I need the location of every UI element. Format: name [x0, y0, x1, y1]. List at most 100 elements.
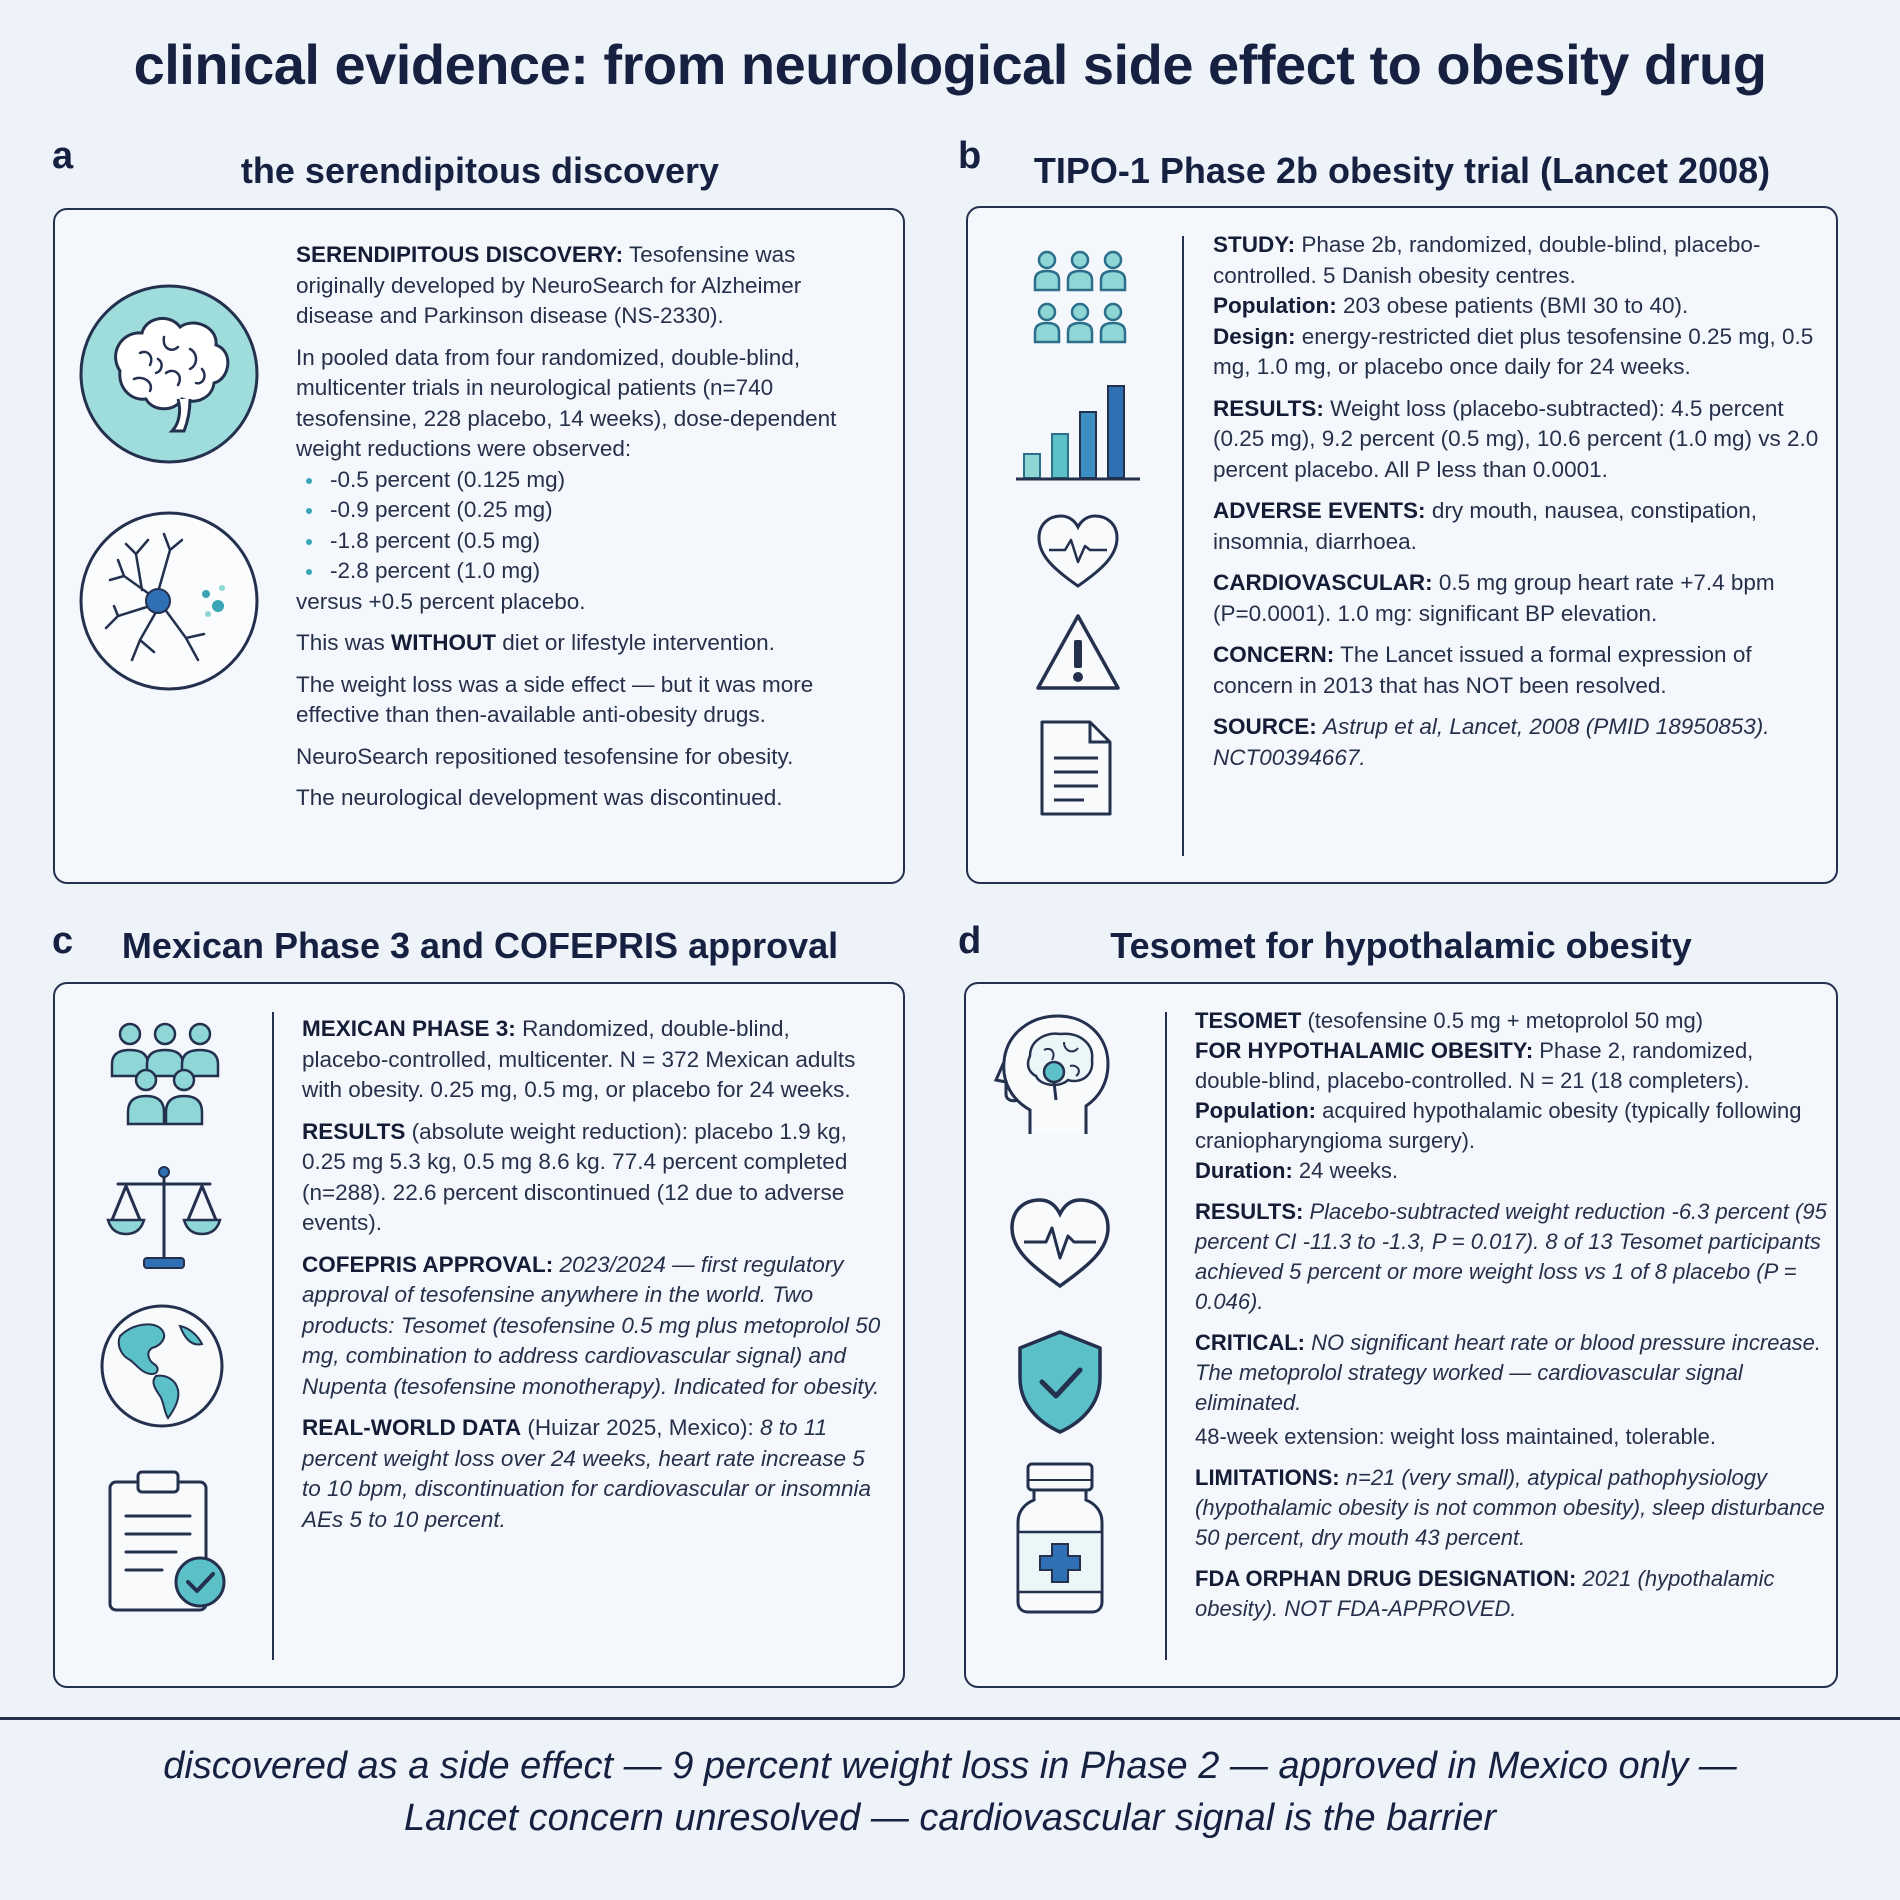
panel-b-ae-body: dry mouth, nausea, constipation, insomni…	[1213, 498, 1758, 554]
panel-d-t-sub: (tesofensine 0.5 mg + metoprolol 50 mg)	[1307, 1008, 1704, 1033]
panel-c-mp-body: Randomized, double-blind, placebo-contro…	[302, 1016, 856, 1102]
panel-d-divider	[1165, 1012, 1167, 1660]
people-group-icon	[1033, 250, 1127, 344]
panel-d	[964, 982, 1838, 1688]
panel-b-pop-head: Population:	[1213, 293, 1337, 318]
footer-summary: discovered as a side effect — 9 percent …	[0, 1740, 1900, 1844]
panel-d-for: FOR HYPOTHALAMIC OBESITY: Phase 2, rando…	[1195, 1036, 1830, 1096]
panel-d-crit-body: NO significant heart rate or blood press…	[1195, 1330, 1822, 1415]
panel-b-label: b	[958, 135, 982, 177]
panel-b-design: Design: energy-restricted diet plus teso…	[1213, 322, 1823, 383]
panel-c-cof-body: 2023/2024 — first regulatory approval of…	[302, 1251, 881, 1399]
panel-d-res-body: Placebo-subtracted weight reduction -6.3…	[1195, 1199, 1827, 1314]
panel-b-study-head: STUDY:	[1213, 232, 1296, 257]
panel-c-res-head: RESULTS	[302, 1118, 406, 1144]
panel-a-title: the serendipitous discovery	[240, 150, 720, 191]
panel-d-results: RESULTS: Placebo-subtracted weight reduc…	[1195, 1197, 1830, 1317]
panel-b-title: TIPO-1 Phase 2b obesity trial (Lancet 20…	[1033, 150, 1771, 191]
panel-b-results: RESULTS: Weight loss (placebo-subtracted…	[1213, 394, 1823, 486]
shield-check-icon	[1018, 1330, 1102, 1434]
panel-b-results-body: Weight loss (placebo-subtracted): 4.5 pe…	[1213, 395, 1819, 482]
brain-icon	[79, 284, 259, 464]
panel-c-realworld: REAL-WORLD DATA (Huizar 2025, Mexico): 8…	[302, 1413, 882, 1535]
list-item: -0.5 percent (0.125 mg)	[304, 465, 866, 496]
panel-a-discovery-head: SERENDIPITOUS DISCOVERY:	[296, 242, 624, 267]
panel-a-without-bold: WITHOUT	[391, 630, 497, 655]
panel-d-fda: FDA ORPHAN DRUG DESIGNATION: 2021 (hypot…	[1195, 1564, 1830, 1624]
head-brain-icon	[993, 1014, 1110, 1134]
panel-a-without-post: diet or lifestyle intervention.	[502, 630, 775, 655]
panel-d-label: d	[958, 920, 982, 962]
panel-c-phase3: MEXICAN PHASE 3: Randomized, double-blin…	[302, 1014, 882, 1106]
panel-d-res-head: RESULTS:	[1195, 1199, 1304, 1224]
panel-d-critical: CRITICAL: NO significant heart rate or b…	[1195, 1328, 1830, 1418]
panel-d-lim-body: n=21 (very small), atypical pathophysiol…	[1195, 1465, 1825, 1550]
footer-line-2: Lancet concern unresolved — cardiovascul…	[404, 1797, 1496, 1839]
panel-c-text: MEXICAN PHASE 3: Randomized, double-blin…	[302, 1014, 882, 1546]
document-icon	[1040, 720, 1112, 816]
panel-d-dur-head: Duration:	[1195, 1158, 1293, 1183]
list-item: -1.8 percent (0.5 mg)	[304, 526, 866, 557]
panel-a-label: a	[52, 135, 74, 177]
page-title: clinical evidence: from neurological sid…	[133, 33, 1767, 96]
globe-icon	[100, 1304, 224, 1428]
panel-c-cofepris: COFEPRIS APPROVAL: 2023/2024 — first reg…	[302, 1250, 882, 1403]
footer-divider	[0, 1717, 1900, 1720]
people-icon	[110, 1022, 220, 1126]
panel-b-concern-body: The Lancet issued a formal expression of…	[1213, 642, 1752, 698]
panel-c-mp-head: MEXICAN PHASE 3:	[302, 1016, 516, 1041]
panel-a-pooled-data: In pooled data from four randomized, dou…	[296, 344, 837, 462]
panel-a-discontinued: The neurological development was discont…	[296, 785, 783, 810]
panel-c-cof-head: COFEPRIS APPROVAL:	[302, 1251, 554, 1277]
panel-d-t-head: TESOMET	[1195, 1008, 1302, 1033]
panel-b-source-head: SOURCE:	[1213, 714, 1317, 739]
panel-c-res-body: placebo 1.9 kg, 0.25 mg 5.3 kg, 0.5 mg 8…	[302, 1118, 848, 1236]
panel-d-population: Population: acquired hypothalamic obesit…	[1195, 1096, 1830, 1156]
panel-d-extension: 48-week extension: weight loss maintaine…	[1195, 1424, 1716, 1449]
panel-b-pop-body: 203 obese patients (BMI 30 to 40).	[1343, 293, 1689, 318]
panel-c-results: RESULTS (absolute weight reduction): pla…	[302, 1117, 882, 1239]
panel-b-cv-body: 0.5 mg group heart rate +7.4 bpm (P=0.00…	[1213, 570, 1775, 626]
panel-b-cv-head: CARDIOVASCULAR:	[1213, 570, 1433, 595]
panel-a-discovery-body: Tesofensine was originally developed by …	[296, 242, 802, 328]
panel-a-side-effect: The weight loss was a side effect — but …	[296, 671, 814, 728]
panel-b-study: STUDY: Phase 2b, randomized, double-blin…	[1213, 230, 1823, 291]
panel-b-divider	[1182, 236, 1184, 856]
panel-d-fda-body: 2021 (hypothalamic obesity). NOT FDA-APP…	[1195, 1566, 1775, 1621]
panel-c-divider	[272, 1012, 274, 1660]
panel-b-design-body: energy-restricted diet plus tesofensine …	[1213, 323, 1814, 380]
panel-b-ae-head: ADVERSE EVENTS:	[1213, 498, 1426, 523]
panel-b-text: STUDY: Phase 2b, randomized, double-blin…	[1213, 230, 1823, 784]
panel-b-cardio: CARDIOVASCULAR: 0.5 mg group heart rate …	[1213, 568, 1823, 629]
panel-a-versus: versus +0.5 percent placebo.	[296, 588, 586, 614]
panel-d-for-body: Phase 2, randomized, double-blind, place…	[1195, 1038, 1754, 1093]
panel-c-title: Mexican Phase 3 and COFEPRIS approval	[121, 925, 839, 966]
panel-b-concern: CONCERN: The Lancet issued a formal expr…	[1213, 640, 1823, 701]
clipboard-check-icon	[108, 1470, 226, 1612]
panel-d-dur-body: 24 weeks.	[1298, 1158, 1398, 1183]
panel-d-text: TESOMET (tesofensine 0.5 mg + metoprolol…	[1195, 1006, 1830, 1635]
panel-c-label: c	[52, 920, 74, 962]
panel-d-lim-head: LIMITATIONS:	[1195, 1465, 1340, 1490]
panel-b-population: Population: 203 obese patients (BMI 30 t…	[1213, 291, 1823, 322]
panel-d-crit-head: CRITICAL:	[1195, 1330, 1305, 1355]
panel-b-source: SOURCE: Astrup et al, Lancet, 2008 (PMID…	[1213, 712, 1823, 773]
panel-d-pop-head: Population:	[1195, 1098, 1316, 1123]
panel-d-fda-head: FDA ORPHAN DRUG DESIGNATION:	[1195, 1566, 1577, 1591]
panel-d-pop-body: acquired hypothalamic obesity (typically…	[1195, 1098, 1802, 1153]
footer-line-1: discovered as a side effect — 9 percent …	[163, 1745, 1737, 1787]
heart-pulse-icon	[1010, 1198, 1110, 1289]
panel-d-title: Tesomet for hypothalamic obesity	[1110, 925, 1692, 966]
panel-b-source-body: Astrup et al, Lancet, 2008 (PMID 1895085…	[1213, 714, 1770, 770]
panel-a-text: SERENDIPITOUS DISCOVERY: Tesofensine was…	[296, 240, 866, 825]
panel-b-design-head: Design:	[1213, 323, 1296, 349]
panel-c-rw-sub: (Huizar 2025, Mexico):	[527, 1415, 754, 1440]
panel-c-rw-body: 8 to 11 percent weight loss over 24 week…	[302, 1415, 872, 1532]
panel-d-tesomet: TESOMET (tesofensine 0.5 mg + metoprolol…	[1195, 1006, 1830, 1036]
warning-icon	[1036, 614, 1120, 690]
panel-b-adverse: ADVERSE EVENTS: dry mouth, nausea, const…	[1213, 496, 1823, 557]
panel-b-concern-head: CONCERN:	[1213, 642, 1335, 667]
bar-chart-icon	[1016, 385, 1140, 481]
heartbeat-icon	[1037, 514, 1119, 588]
panel-d-duration: Duration: 24 weeks.	[1195, 1156, 1830, 1186]
